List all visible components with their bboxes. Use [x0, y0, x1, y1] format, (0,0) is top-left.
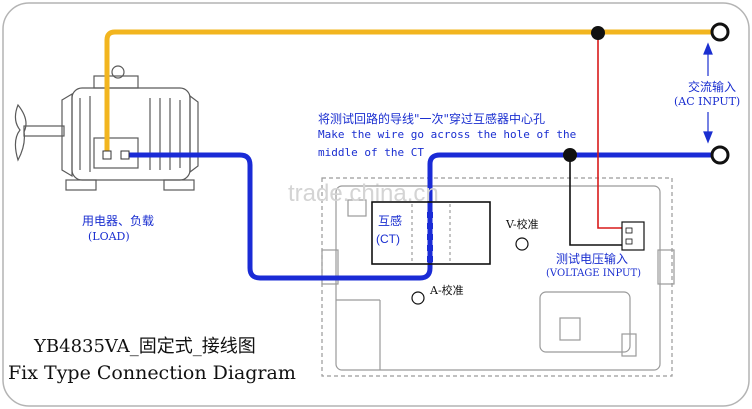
- ac-line-wire: [104, 29, 721, 159]
- ac-input-label-cn: 交流输入: [688, 80, 737, 94]
- diagram-title-en: Fix Type Connection Diagram: [8, 362, 296, 384]
- voltage-connector: [621, 221, 645, 251]
- motor-terminal-1: [102, 150, 112, 160]
- ct-loop-wire: [122, 152, 721, 281]
- ct-box: [371, 201, 491, 265]
- ct-label-cn: 互感: [378, 214, 403, 228]
- voltage-wire-red: [597, 34, 622, 229]
- voltage-wire-black: [569, 155, 622, 246]
- instruction-cn: 将测试回路的导线"一次"穿过互感器中心孔: [318, 112, 546, 126]
- motor-terminal-2: [120, 150, 130, 160]
- meter-outline: [321, 177, 675, 377]
- diagram-title-cn: YB4835VA_固定式_接线图: [34, 336, 256, 357]
- load-label-en: (LOAD): [88, 230, 130, 243]
- junction-dot-ct: [563, 148, 577, 162]
- ac-input-terminal-top: [710, 22, 730, 42]
- a-calibration-label: A-校准: [430, 284, 464, 297]
- voltage-input-label-cn: 测试电压输入: [556, 252, 629, 266]
- load-label-cn: 用电器、负载: [82, 214, 155, 228]
- ac-input-terminal-bottom: [710, 145, 730, 165]
- motor-load-icon: [14, 65, 199, 191]
- ct-label-en: (CT): [376, 232, 400, 246]
- junction-dot-ac: [591, 26, 605, 40]
- ac-input-label-en: (AC INPUT): [674, 95, 741, 108]
- ac-input-arrows: [703, 42, 713, 144]
- v-calibration-label: V-校准: [506, 218, 539, 231]
- instruction-en-line1: Make the wire go across the hole of the: [318, 128, 577, 141]
- v-calibration-pot: [515, 237, 529, 251]
- watermark: trade.china.cn: [288, 180, 439, 207]
- voltage-input-label-en: (VOLTAGE INPUT): [546, 268, 642, 279]
- instruction-en-line2: middle of the CT: [318, 146, 424, 159]
- a-calibration-pot: [411, 291, 425, 305]
